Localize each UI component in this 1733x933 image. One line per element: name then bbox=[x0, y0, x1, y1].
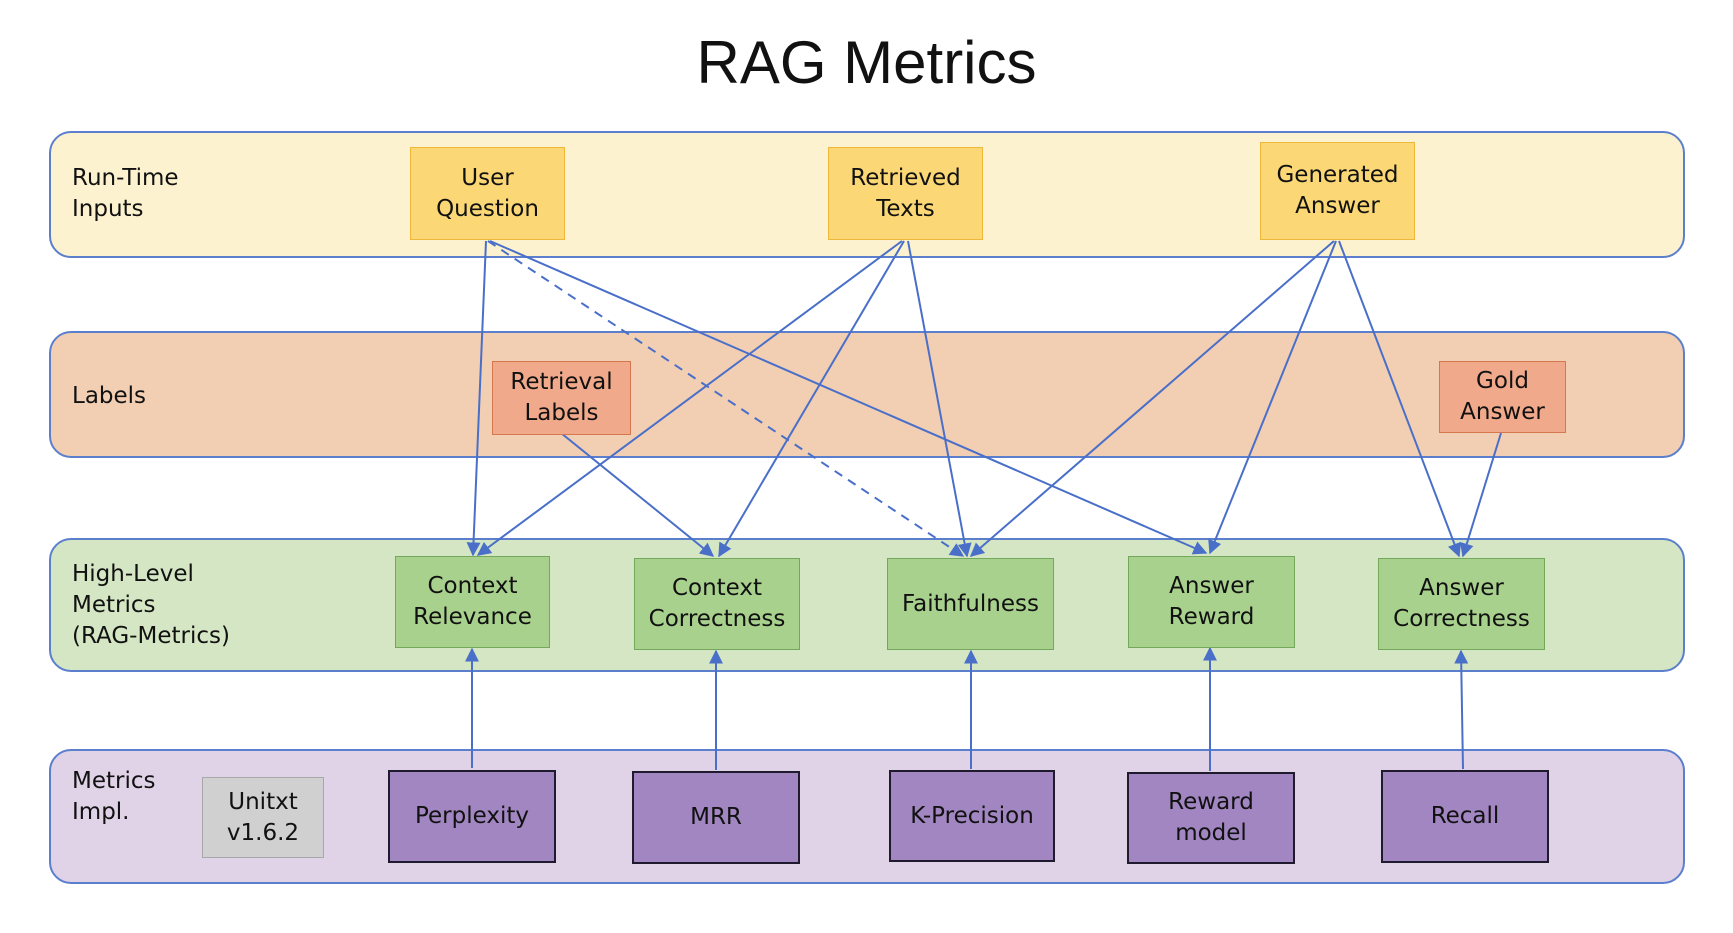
edge-retrieved-to-context-relevance bbox=[476, 240, 903, 556]
node-gold-answer: Gold Answer bbox=[1439, 361, 1566, 433]
node-retrieval-labels: Retrieval Labels bbox=[492, 361, 631, 435]
edge-generated-to-answer-reward bbox=[1208, 240, 1337, 555]
node-unitxt-version: Unitxt v1.6.2 bbox=[202, 777, 324, 858]
node-mrr: MRR bbox=[632, 771, 800, 864]
node-context-relevance: Context Relevance bbox=[395, 556, 550, 648]
edge-generated-to-faithfulness bbox=[969, 240, 1335, 557]
band-label-runtime-inputs: Run-Time Inputs bbox=[72, 165, 179, 222]
edge-retrieved-to-context-correctness bbox=[718, 240, 905, 558]
edge-recall-to-answer-correctness bbox=[1454, 649, 1469, 770]
node-recall: Recall bbox=[1381, 770, 1549, 863]
edge-gold-answer-to-answer-correctness bbox=[1460, 432, 1502, 558]
node-answer-reward: Answer Reward bbox=[1128, 556, 1295, 648]
node-retrieved-texts: Retrieved Texts bbox=[828, 147, 983, 240]
node-user-question: User Question bbox=[410, 147, 565, 240]
edge-userq-to-context-relevance bbox=[466, 240, 487, 557]
diagram-title: RAG Metrics bbox=[696, 29, 1037, 96]
node-perplexity: Perplexity bbox=[388, 770, 556, 863]
node-context-correctness: Context Correctness bbox=[634, 558, 800, 650]
edge-userq-to-answer-reward bbox=[489, 240, 1208, 555]
node-faithfulness: Faithfulness bbox=[887, 558, 1054, 650]
band-label-metrics-impl: Metrics Impl. bbox=[72, 768, 156, 825]
edge-generated-to-answer-correctness bbox=[1338, 240, 1462, 558]
node-reward-model: Reward model bbox=[1127, 772, 1295, 864]
edge-retrieved-to-faithfulness bbox=[907, 240, 972, 558]
edge-retrieval-labels-to-context-correctness bbox=[560, 432, 715, 557]
node-answer-correctness: Answer Correctness bbox=[1378, 558, 1545, 650]
node-k-precision: K-Precision bbox=[889, 770, 1055, 862]
band-label-labels: Labels bbox=[72, 383, 147, 409]
node-generated-answer: Generated Answer bbox=[1260, 142, 1415, 240]
band-labels bbox=[49, 331, 1685, 458]
band-label-high-level-metrics: High-Level Metrics (RAG-Metrics) bbox=[72, 561, 230, 649]
